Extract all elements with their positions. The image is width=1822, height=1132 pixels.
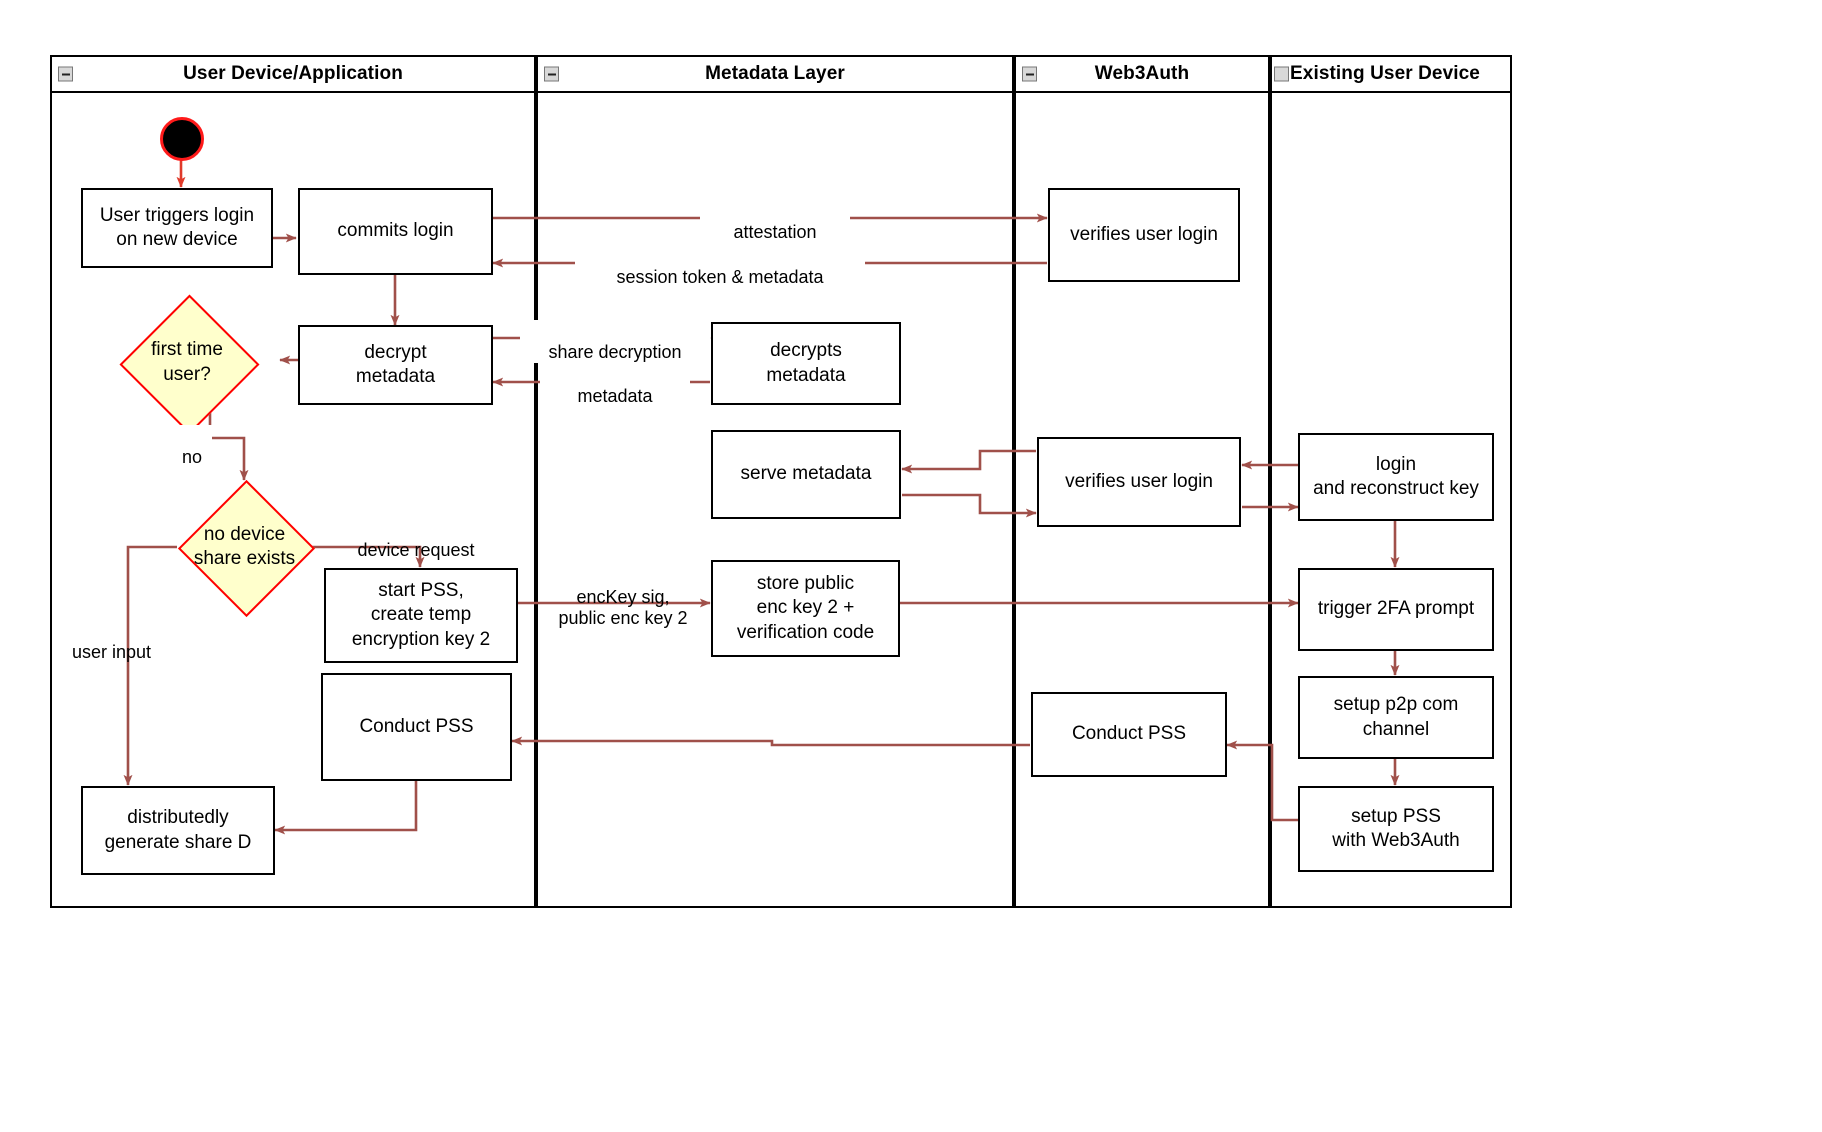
decision-label: first time user?	[151, 339, 223, 385]
swimlane-header: Metadata Layer	[538, 55, 1012, 93]
edge-label-session-token: session token & metadata	[575, 245, 865, 289]
swimlane-title: Existing User Device	[1290, 63, 1480, 84]
swimlane-title: Web3Auth	[1094, 63, 1190, 84]
node-store-public-enc-key[interactable]: store public enc key 2 + verification co…	[711, 560, 900, 657]
node-label: User triggers login on new device	[99, 204, 255, 250]
swimlane-header: User Device/Application	[52, 55, 534, 93]
node-user-triggers-login[interactable]: User triggers login on new device	[81, 188, 273, 268]
decision-no-device-share-exists[interactable]: no device share exists	[177, 479, 316, 618]
edge-label-text: user input	[72, 641, 152, 662]
node-conduct-pss-user[interactable]: Conduct PSS	[321, 673, 512, 781]
activity-diagram: User Device/Application Metadata Layer W…	[50, 55, 1512, 908]
node-label: Conduct PSS	[1071, 723, 1187, 745]
edge-label-metadata: metadata	[540, 364, 690, 408]
edge-label-text: encKey sig, public enc key 2	[558, 586, 688, 629]
edge-label-text: metadata	[577, 385, 653, 406]
edge-label-user-input: user input	[72, 620, 182, 663]
edge-label-text: session token & metadata	[616, 266, 824, 287]
swimlane-header: Web3Auth	[1016, 55, 1268, 93]
decision-first-time-user[interactable]: first time user?	[97, 294, 277, 435]
edge-label-no: no	[172, 425, 212, 469]
node-label: setup PSS with Web3Auth	[1332, 805, 1460, 851]
node-start-pss-create-temp-key[interactable]: start PSS, create temp encryption key 2	[324, 568, 518, 663]
node-label: Conduct PSS	[359, 715, 474, 737]
node-decrypt-metadata[interactable]: decrypt metadata	[298, 325, 493, 405]
edge-label-text: no	[181, 446, 203, 467]
node-label: serve metadata	[740, 463, 872, 485]
minus-icon[interactable]	[1022, 66, 1037, 82]
node-setup-p2p-com-channel[interactable]: setup p2p com channel	[1298, 676, 1494, 759]
node-setup-pss-with-web3auth[interactable]: setup PSS with Web3Auth	[1298, 786, 1494, 872]
edge-label-enc-key: encKey sig, public enc key 2	[538, 565, 708, 630]
node-label: verifies user login	[1070, 223, 1218, 245]
node-decrypts-metadata[interactable]: decrypts metadata	[711, 322, 901, 405]
node-login-and-reconstruct-key[interactable]: login and reconstruct key	[1298, 433, 1494, 521]
node-label: setup p2p com channel	[1333, 694, 1459, 740]
node-label: login and reconstruct key	[1313, 453, 1479, 499]
node-trigger-2fa-prompt[interactable]: trigger 2FA prompt	[1298, 568, 1494, 651]
node-label: commits login	[337, 220, 454, 242]
minus-icon[interactable]	[1274, 66, 1289, 82]
node-label: decrypts metadata	[766, 340, 846, 386]
swimlane-header: Existing User Device	[1272, 55, 1510, 93]
node-label: decrypt metadata	[355, 341, 436, 387]
node-verifies-user-login-1[interactable]: verifies user login	[1048, 188, 1240, 282]
node-label: trigger 2FA prompt	[1317, 598, 1475, 620]
node-commits-login[interactable]: commits login	[298, 188, 493, 275]
decision-label-wrap: no device share exists	[177, 482, 312, 612]
edge-label-text: attestation	[733, 221, 817, 242]
node-serve-metadata[interactable]: serve metadata	[711, 430, 901, 519]
node-verifies-user-login-2[interactable]: verifies user login	[1037, 437, 1241, 527]
edge-label-text: share decryption	[548, 341, 682, 362]
edge-label-attestation: attestation	[700, 200, 850, 244]
node-label: verifies user login	[1065, 470, 1213, 492]
swimlane-title: Metadata Layer	[705, 63, 845, 84]
node-label: distributedly generate share D	[104, 807, 252, 853]
swimlane-title: User Device/Application	[183, 63, 403, 84]
node-conduct-pss-web3auth[interactable]: Conduct PSS	[1031, 692, 1227, 777]
minus-icon[interactable]	[544, 66, 559, 82]
node-label: store public enc key 2 + verification co…	[736, 573, 875, 643]
decision-label: no device share exists	[193, 523, 296, 569]
decision-label-wrap: first time user?	[97, 325, 277, 400]
edge-label-device-request: device request	[331, 518, 501, 561]
node-distributedly-generate-share-d[interactable]: distributedly generate share D	[81, 786, 275, 875]
minus-icon[interactable]	[58, 66, 73, 82]
node-label: start PSS, create temp encryption key 2	[351, 580, 491, 650]
initial-node	[160, 117, 204, 161]
edge-label-text: device request	[357, 539, 475, 560]
edge-label-share-decryption: share decryption	[520, 320, 710, 364]
